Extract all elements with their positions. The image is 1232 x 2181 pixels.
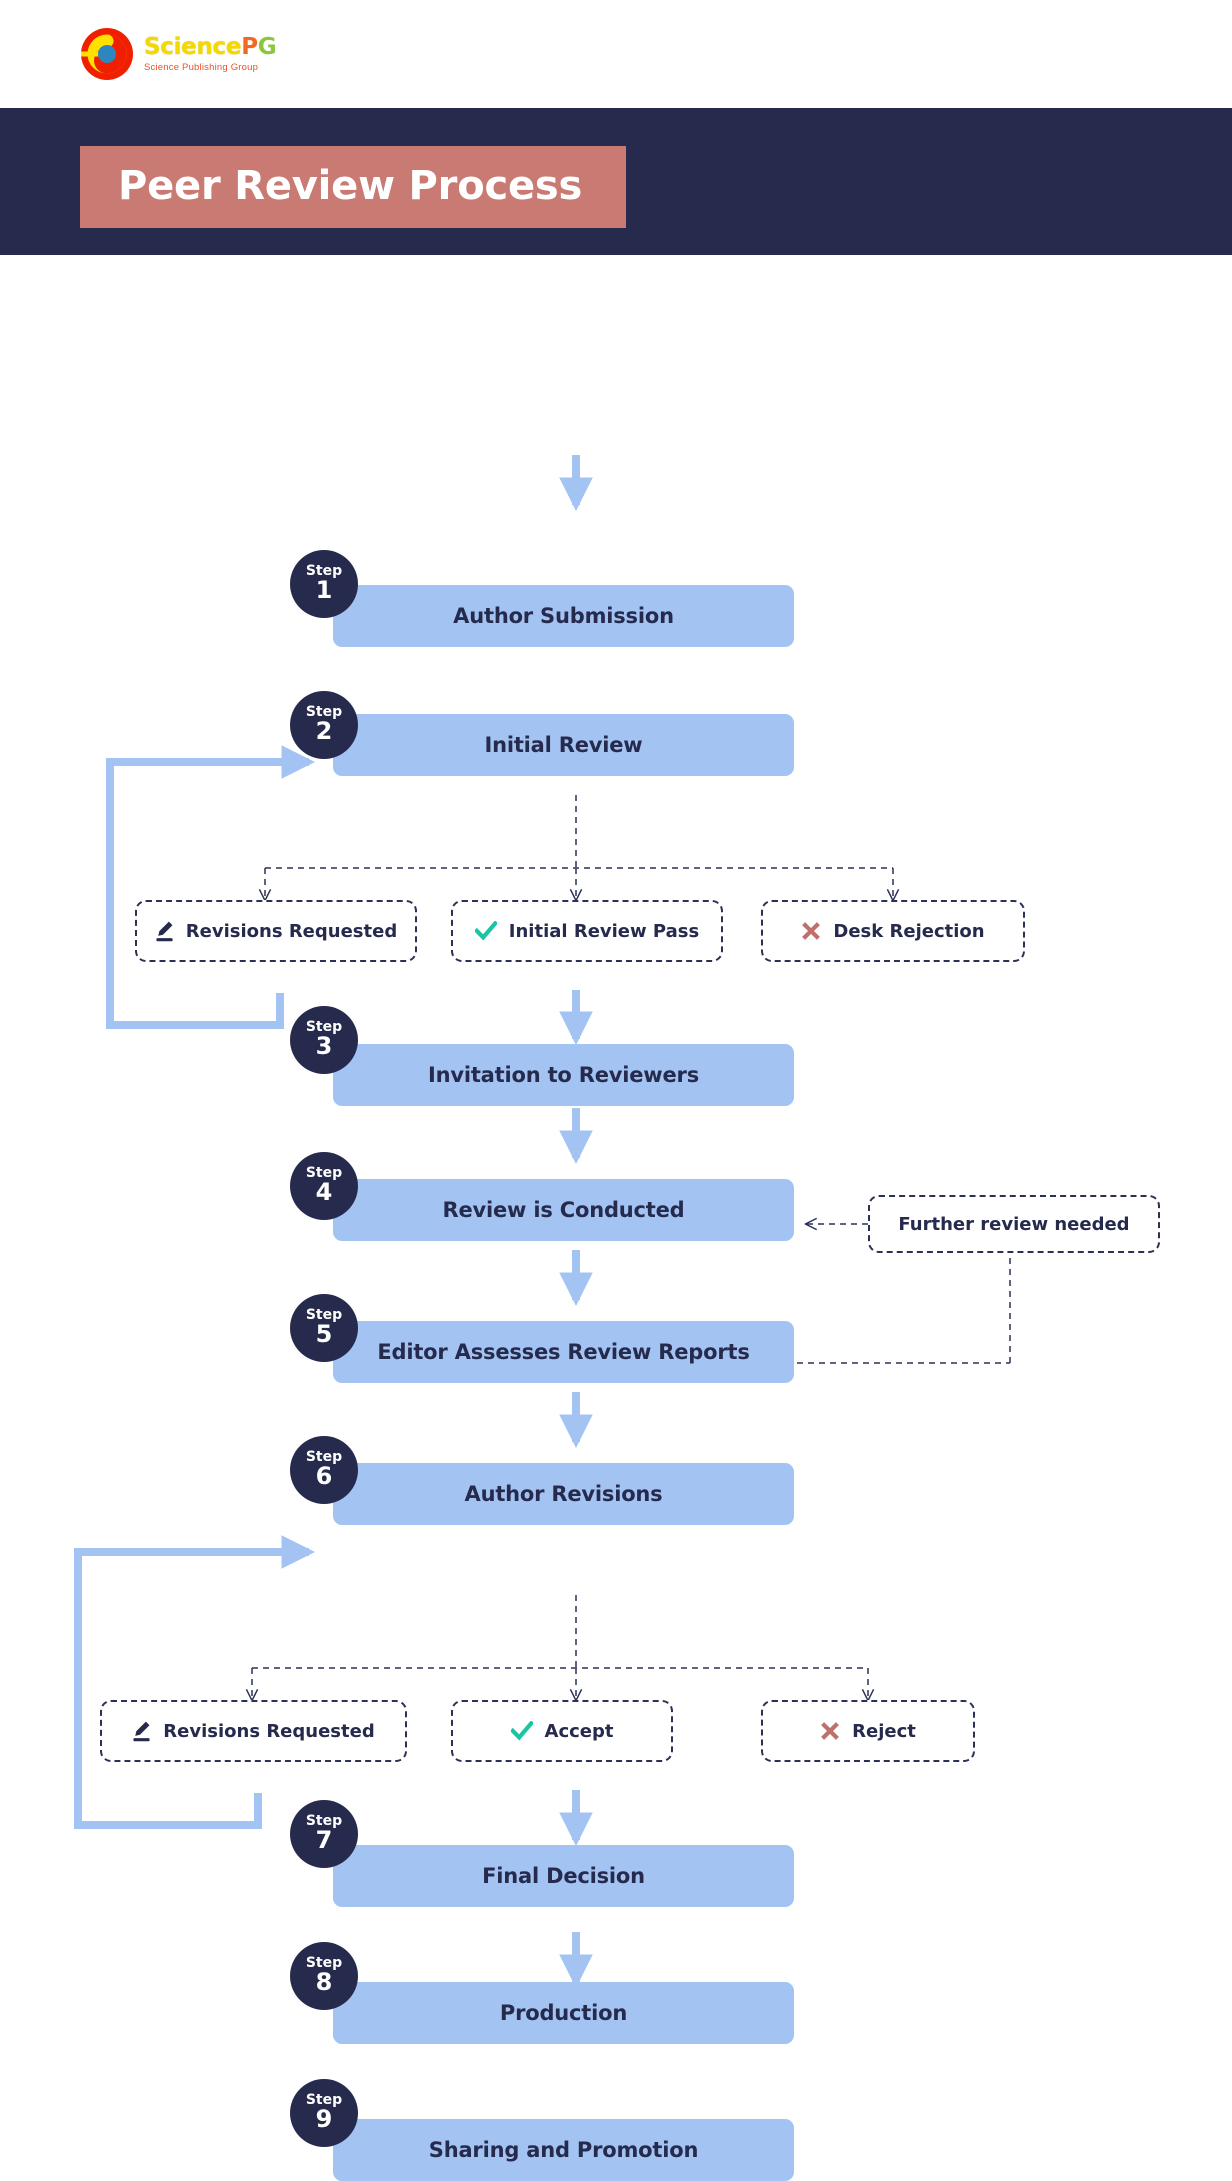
step-badge-3: Step 3: [290, 1006, 358, 1074]
step-badge-number: 3: [315, 1032, 333, 1061]
step-box-label: Final Decision: [482, 1864, 645, 1888]
step-box-label: Sharing and Promotion: [428, 2138, 699, 2162]
decision-chip-label: Accept: [544, 1720, 614, 1742]
step-badge-label: Step: [305, 1307, 343, 1324]
step-box-editor-assesses-review-reports[interactable]: Editor Assesses Review Reports: [333, 1321, 794, 1383]
step-badge-number: 7: [315, 1826, 333, 1855]
page-title: Peer Review Process: [118, 163, 583, 209]
cross-icon: [820, 1721, 840, 1741]
flowchart-canvas: Step 1 Author Submission Step 2 Initial …: [0, 255, 1232, 2181]
decision-chip-initial-review-pass[interactable]: Initial Review Pass: [451, 900, 723, 962]
page-header: Peer Review Process: [0, 108, 1232, 255]
step-badge-number: 6: [315, 1462, 333, 1491]
sciencepg-logo-icon: [80, 27, 134, 81]
brand-name: SciencePG: [144, 33, 277, 60]
step-badge-6: Step 6: [290, 1436, 358, 1504]
decision-chip-reject[interactable]: Reject: [761, 1700, 975, 1762]
step-badge-5: Step 5: [290, 1294, 358, 1362]
note-further-review-needed[interactable]: Further review needed: [868, 1195, 1160, 1253]
pencil-edit-icon: [132, 1721, 151, 1742]
step-badge-label: Step: [305, 704, 343, 721]
step-badge-label: Step: [305, 1019, 343, 1036]
step-badge-number: 1: [315, 576, 333, 605]
step-box-author-submission[interactable]: Author Submission: [333, 585, 794, 647]
step-badge-label: Step: [305, 1165, 343, 1182]
note-label: Further review needed: [898, 1213, 1130, 1235]
step-box-review-is-conducted[interactable]: Review is Conducted: [333, 1179, 794, 1241]
step-badge-1: Step 1: [290, 550, 358, 618]
decision-chip-label: Revisions Requested: [163, 1720, 375, 1742]
step-badge-number: 5: [315, 1320, 333, 1349]
sciencepg-logo: SciencePG Science Publishing Group: [80, 27, 277, 81]
decision-chip-label: Initial Review Pass: [508, 920, 700, 942]
step-badge-8: Step 8: [290, 1942, 358, 2010]
step-badge-number: 4: [315, 1178, 333, 1207]
decision-chip-label: Revisions Requested: [185, 920, 398, 942]
step-box-initial-review[interactable]: Initial Review: [333, 714, 794, 776]
pencil-edit-icon: [155, 921, 174, 942]
step-badge-label: Step: [305, 2092, 343, 2109]
step-box-label: Author Submission: [453, 604, 674, 628]
step-badge-number: 8: [315, 1968, 333, 1997]
title-band: Peer Review Process: [80, 146, 627, 228]
cross-icon: [801, 921, 821, 941]
step-badge-label: Step: [305, 1449, 343, 1466]
decision-chip-label: Reject: [852, 1720, 916, 1742]
step-box-author-revisions[interactable]: Author Revisions: [333, 1463, 794, 1525]
step-box-label: Initial Review: [484, 733, 643, 757]
step-box-production[interactable]: Production: [333, 1982, 794, 2044]
step-box-final-decision[interactable]: Final Decision: [333, 1845, 794, 1907]
decision-chip-revisions-requested-2[interactable]: Revisions Requested: [100, 1700, 407, 1762]
step-badge-label: Step: [305, 1955, 343, 1972]
decision-chip-revisions-requested-1[interactable]: Revisions Requested: [135, 900, 417, 962]
check-icon: [474, 921, 497, 941]
brand-bar: SciencePG Science Publishing Group: [0, 0, 1232, 108]
feedback-loop-initial-review: [106, 745, 316, 1029]
step-box-label: Production: [499, 2001, 628, 2025]
decision-chip-label: Desk Rejection: [833, 920, 985, 942]
brand-tagline: Science Publishing Group: [144, 61, 259, 73]
decision-chip-desk-rejection[interactable]: Desk Rejection: [761, 900, 1025, 962]
step-badge-7: Step 7: [290, 1800, 358, 1868]
step-badge-9: Step 9: [290, 2079, 358, 2147]
step-badge-label: Step: [305, 563, 343, 580]
step-badge-label: Step: [305, 1813, 343, 1830]
brand-text: SciencePG Science Publishing Group: [144, 33, 277, 73]
brand-name-part2: P: [241, 33, 258, 60]
step-box-label: Editor Assesses Review Reports: [377, 1340, 750, 1364]
brand-name-part1: Science: [144, 33, 242, 60]
step-badge-number: 9: [315, 2105, 333, 2134]
step-badge-number: 2: [315, 717, 333, 746]
step-box-label: Review is Conducted: [442, 1198, 685, 1222]
step-badge-2: Step 2: [290, 691, 358, 759]
step-box-label: Invitation to Reviewers: [427, 1063, 699, 1087]
decision-chip-accept[interactable]: Accept: [451, 1700, 673, 1762]
step-box-sharing-and-promotion[interactable]: Sharing and Promotion: [333, 2119, 794, 2181]
check-icon: [510, 1721, 533, 1741]
step-box-label: Author Revisions: [464, 1482, 663, 1506]
step-badge-4: Step 4: [290, 1152, 358, 1220]
step-box-invitation-to-reviewers[interactable]: Invitation to Reviewers: [333, 1044, 794, 1106]
feedback-loop-author-revisions: [74, 1535, 316, 1829]
brand-name-part3: G: [257, 33, 277, 60]
